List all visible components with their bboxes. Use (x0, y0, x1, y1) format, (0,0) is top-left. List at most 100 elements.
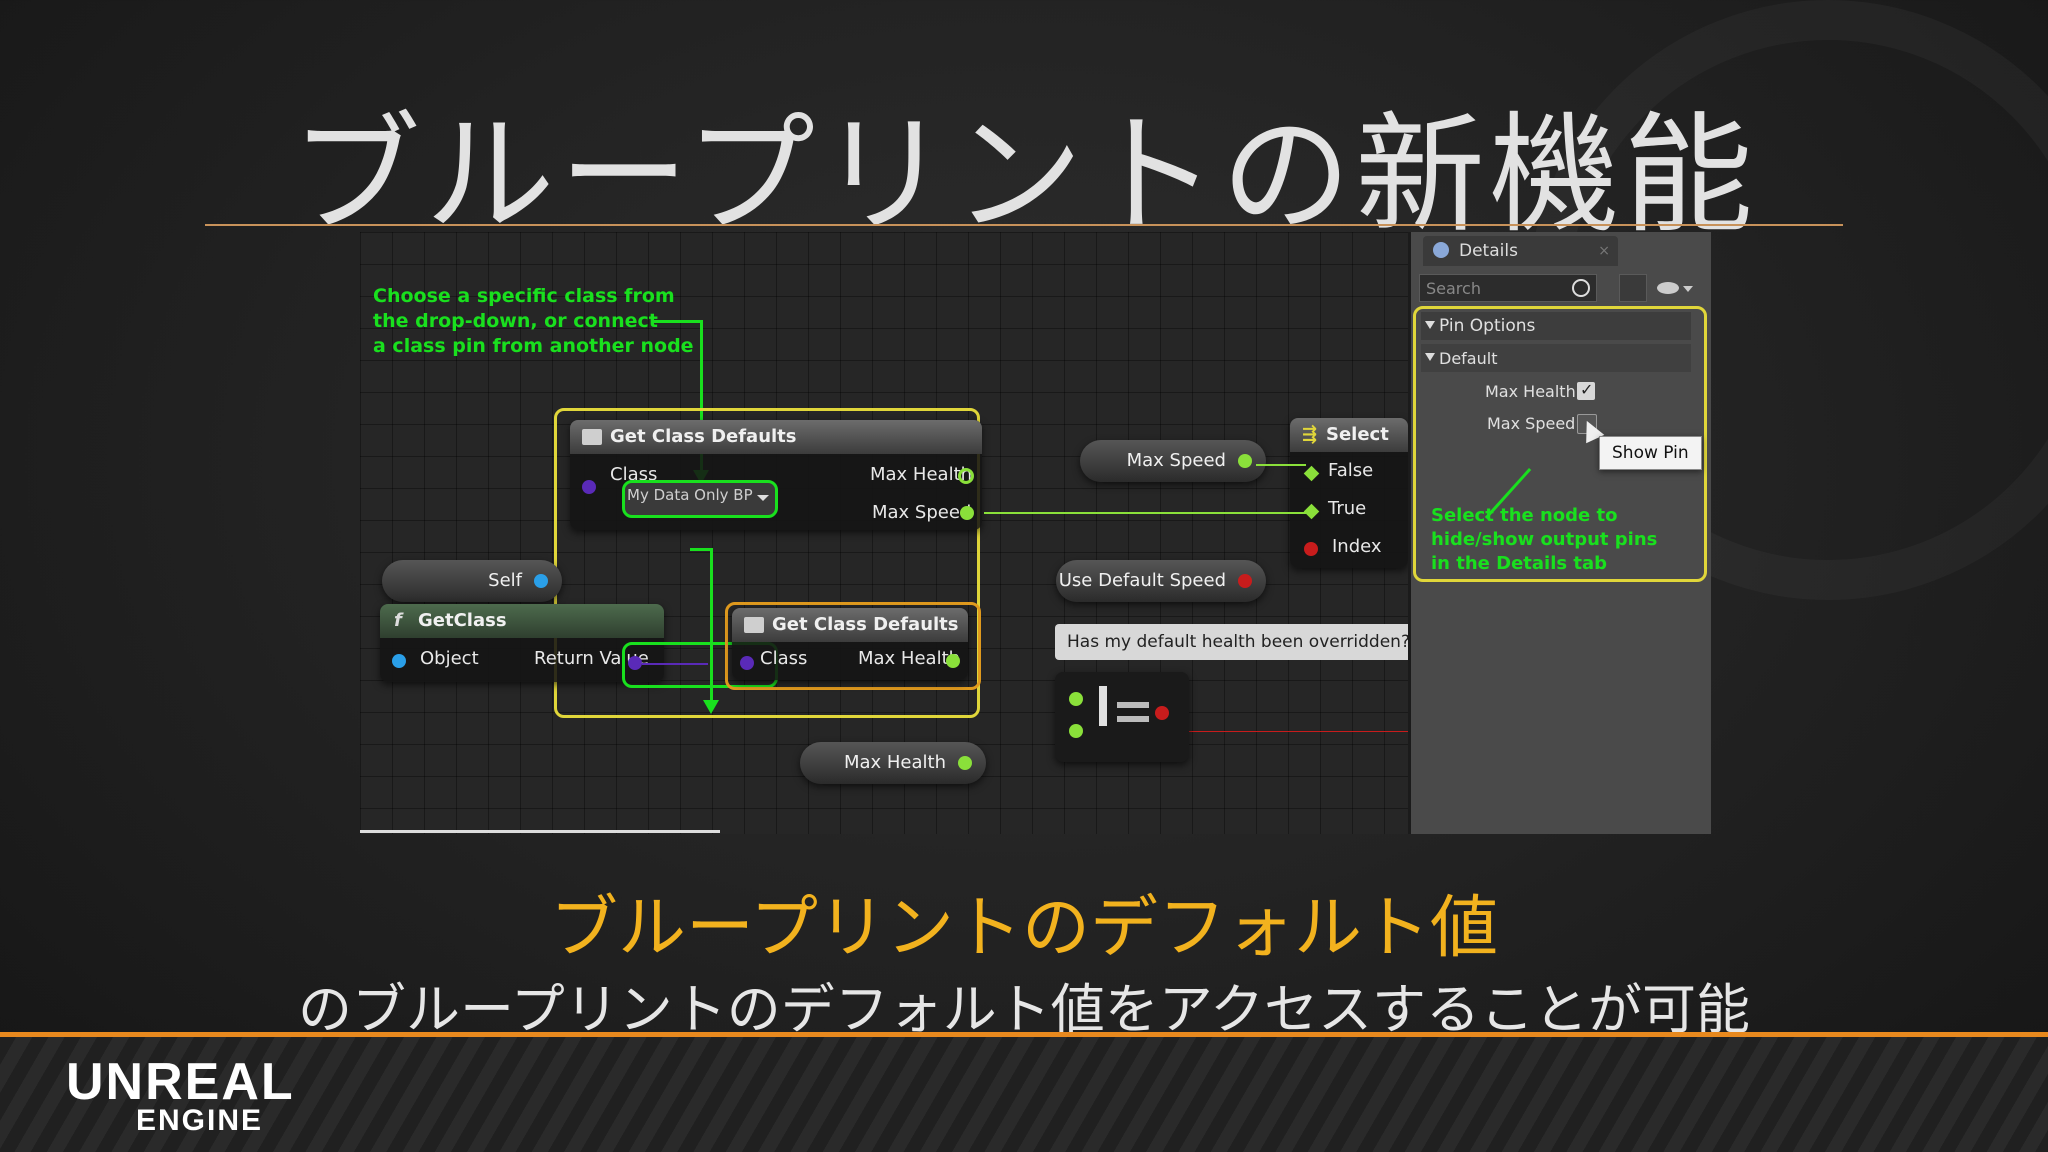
pin-options-label: Pin Options (1439, 316, 1536, 336)
function-icon: f (394, 610, 402, 631)
node-title: GetClass (418, 610, 507, 631)
class-input-pin[interactable] (740, 656, 754, 670)
get-class-defaults-node-2[interactable]: Get Class Defaults Class Max Health (732, 608, 968, 680)
class-dropdown[interactable]: My Data Only BP (622, 480, 778, 518)
true-input-pin[interactable] (1303, 503, 1320, 520)
chevron-down-icon[interactable] (1683, 286, 1693, 292)
node-title: Get Class Defaults (610, 426, 797, 447)
max-health-output-pin[interactable] (946, 654, 960, 668)
expand-triangle-icon (1425, 353, 1435, 361)
chevron-down-icon (757, 495, 769, 501)
pin-options-header[interactable]: Pin Options (1421, 312, 1691, 340)
check-icon: ✓ (1580, 380, 1594, 399)
title-divider (205, 224, 1843, 226)
comment-bubble: Has my default health been overridden? (1055, 624, 1408, 660)
max-speed-variable-node[interactable]: Max Speed (1080, 440, 1266, 482)
details-tab-label: Details (1459, 241, 1518, 261)
max-speed-label: Max Speed (1126, 450, 1226, 471)
not-equal-node[interactable] (1055, 672, 1189, 762)
class-pin-label: Class (760, 648, 808, 669)
struct-icon (582, 429, 602, 445)
footer-divider (0, 1032, 2048, 1037)
not-equal-icon (1099, 686, 1107, 726)
max-speed-checkbox[interactable] (1577, 414, 1597, 434)
details-panel[interactable]: Details × Search Pin Options Default Max… (1408, 232, 1711, 834)
footer-band (0, 1037, 2048, 1152)
show-pin-tooltip: Show Pin (1599, 436, 1702, 470)
class-dropdown-value: My Data Only BP (627, 486, 753, 504)
select-node[interactable]: ⇶ Select False True Index (1290, 418, 1408, 568)
bool-wire (1162, 731, 1408, 732)
max-speed-pin-label: Max Speed (872, 502, 972, 523)
max-health-pin-label: Max Health (858, 648, 961, 669)
class-input-pin[interactable] (582, 480, 596, 494)
max-health-variable-node[interactable]: Max Health (800, 742, 986, 784)
max-speed-output-pin[interactable] (960, 506, 974, 520)
details-search-input[interactable]: Search (1419, 274, 1597, 302)
use-default-speed-variable-node[interactable]: Use Default Speed (1056, 560, 1266, 602)
use-default-speed-label: Use Default Speed (1058, 570, 1226, 591)
expand-triangle-icon (1425, 321, 1435, 329)
tooltip-text: Show Pin (1612, 443, 1689, 463)
return-value-pin-label: Return Value (534, 648, 649, 669)
max-health-output-pin[interactable] (958, 756, 972, 770)
annotation-details-tab: Select the node to hide/show output pins… (1431, 505, 1658, 574)
annotation-class-select: Choose a specific class from the drop-do… (373, 285, 694, 357)
max-health-option-label: Max Health (1485, 382, 1576, 401)
annotation-arrow-line (710, 548, 713, 704)
close-icon[interactable]: × (1598, 243, 1610, 259)
node-title: Get Class Defaults (772, 614, 959, 635)
max-speed-wire (984, 512, 1306, 514)
compare-output-pin[interactable] (1155, 706, 1169, 720)
search-placeholder: Search (1426, 279, 1481, 298)
false-pin-label: False (1328, 460, 1374, 481)
info-icon (1433, 242, 1449, 258)
eye-icon[interactable] (1657, 282, 1679, 294)
self-output-pin[interactable] (534, 574, 548, 588)
slide-title: ブループリントの新機能 (290, 99, 1758, 251)
pin-options-highlight (1413, 306, 1707, 582)
grid-view-icon[interactable] (1619, 274, 1647, 302)
logo-unreal: UNREAL (66, 1053, 295, 1111)
max-health-output-pin[interactable] (958, 468, 974, 484)
compare-input-b-pin[interactable] (1069, 724, 1083, 738)
self-node[interactable]: Self (382, 560, 562, 602)
subtitle-sub: のブループリントのデフォルト値をアクセスすることが可能 (297, 978, 1751, 1041)
blueprint-graph[interactable]: Choose a specific class from the drop-do… (360, 232, 1408, 834)
node-title: Select (1326, 424, 1389, 445)
true-pin-label: True (1328, 498, 1367, 519)
subtitle-main: ブループリントのデフォルト値 (550, 889, 1498, 968)
index-input-pin[interactable] (1304, 542, 1318, 556)
struct-icon (744, 617, 764, 633)
details-tab[interactable]: Details × (1423, 236, 1618, 266)
selection-highlight (554, 408, 980, 718)
max-speed-var-wire (1256, 464, 1306, 466)
object-pin-label: Object (420, 648, 479, 669)
not-equal-icon (1117, 702, 1149, 708)
annotation-arrow-line (700, 320, 703, 475)
false-input-pin[interactable] (1303, 465, 1320, 482)
self-label: Self (488, 570, 522, 591)
comment-text: Has my default health been overridden? (1067, 632, 1408, 652)
class-wire (642, 663, 708, 665)
max-speed-output-pin[interactable] (1238, 454, 1252, 468)
return-value-output-pin[interactable] (628, 656, 642, 670)
annotation-arrow-line (653, 320, 703, 323)
search-icon (1572, 279, 1590, 297)
max-health-pin-label: Max Health (870, 464, 973, 485)
graph-underline (360, 830, 720, 833)
max-speed-option-label: Max Speed (1487, 414, 1576, 433)
object-input-pin[interactable] (392, 654, 406, 668)
use-default-speed-output-pin[interactable] (1238, 574, 1252, 588)
get-class-node[interactable]: f GetClass Object Return Value (380, 604, 664, 682)
index-pin-label: Index (1332, 536, 1382, 557)
default-group-header[interactable]: Default (1421, 344, 1691, 372)
node-selection-highlight (725, 602, 981, 690)
select-icon: ⇶ (1302, 424, 1318, 445)
arrow-head-icon (703, 700, 719, 714)
class-pin-label: Class (610, 464, 658, 485)
default-group-label: Default (1439, 349, 1498, 368)
compare-input-a-pin[interactable] (1069, 692, 1083, 706)
max-health-checkbox[interactable]: ✓ (1577, 380, 1595, 400)
annotation-arrow-line (690, 548, 712, 551)
